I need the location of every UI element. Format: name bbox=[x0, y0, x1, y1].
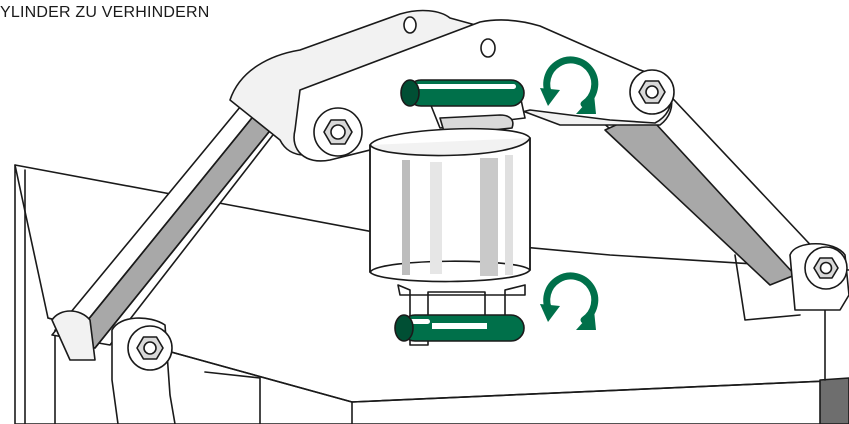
bolt-yoke-left bbox=[313, 107, 363, 157]
bolt-yoke-right bbox=[629, 69, 675, 115]
bolt-lower-left bbox=[127, 325, 173, 371]
left-arm bbox=[51, 94, 301, 349]
cylinder bbox=[369, 127, 531, 283]
yoke-hole-right bbox=[480, 38, 496, 58]
yoke-hole-left bbox=[403, 16, 417, 34]
bolt-lower-right bbox=[804, 246, 848, 290]
rotate-clockwise-arrow-icon bbox=[540, 56, 599, 114]
rotate-clockwise-arrow-icon bbox=[540, 272, 599, 330]
caption-text: YLINDER ZU VERHINDERN bbox=[0, 4, 210, 21]
upper-pin bbox=[400, 79, 525, 107]
lower-pin bbox=[394, 314, 525, 342]
